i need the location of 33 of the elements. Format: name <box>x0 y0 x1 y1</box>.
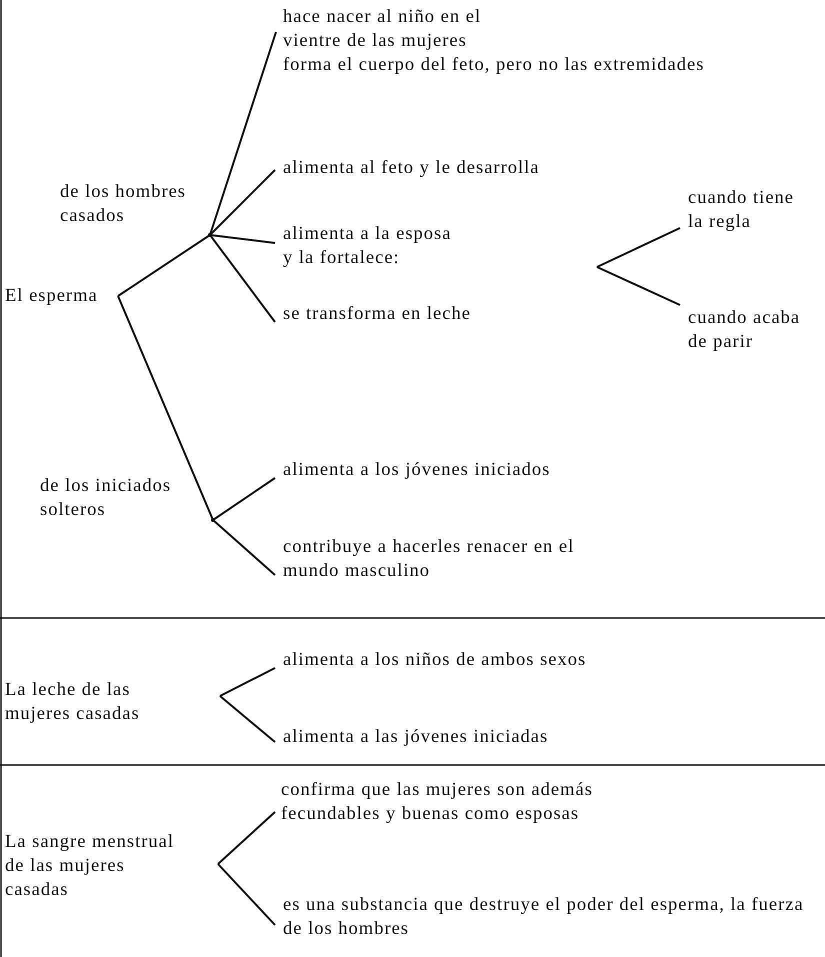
branch-text: alimenta a las jóvenes iniciadas <box>283 726 548 749</box>
branch-line <box>209 32 277 236</box>
branch-text: se transforma en leche <box>283 303 471 326</box>
branch-line <box>217 811 276 865</box>
branch-text: confirma que las mujeres son además fecundables y buenas como esposas <box>281 779 594 826</box>
branch-point <box>211 518 215 522</box>
branch-text: alimenta a los niños de ambos sexos <box>283 649 586 672</box>
branch-text: cuando acaba de parir <box>688 307 802 354</box>
branch-line <box>117 234 211 297</box>
branch-text: alimenta al feto y le desarrolla <box>283 157 540 180</box>
branch-line <box>220 667 276 697</box>
branch-point <box>208 233 212 237</box>
branch-text: contribuye a hacerles renacer en el mundo masculino <box>283 536 576 583</box>
branch-text: es una substancia que destruye el poder del esperma, la fuerza de los hombres <box>283 894 805 941</box>
branch-line <box>209 169 276 236</box>
branch-line <box>117 296 214 520</box>
branch-line <box>596 227 680 268</box>
branch-text: alimenta a la esposa y la fortalece: <box>283 223 452 270</box>
branch-line <box>212 477 276 521</box>
branch-line <box>596 266 680 306</box>
branch-text: La leche de las mujeres casadas <box>5 679 141 726</box>
branch-line <box>210 234 276 244</box>
edge-label: de los iniciados solteros <box>40 475 172 522</box>
branch-line <box>217 863 276 926</box>
branch-text: La sangre menstrual de las mujeres casadas <box>5 831 175 902</box>
branch-text: El esperma <box>5 285 98 308</box>
branch-line <box>219 695 276 743</box>
branch-text: forma el cuerpo del feto, pero no las extremidades <box>283 54 704 77</box>
branch-text: cuando tiene la regla <box>688 187 795 234</box>
edge-label: de los hombres casados <box>60 181 188 228</box>
branch-line <box>209 234 276 323</box>
branch-line <box>212 519 276 576</box>
branch-text: alimenta a los jóvenes iniciados <box>283 459 550 482</box>
